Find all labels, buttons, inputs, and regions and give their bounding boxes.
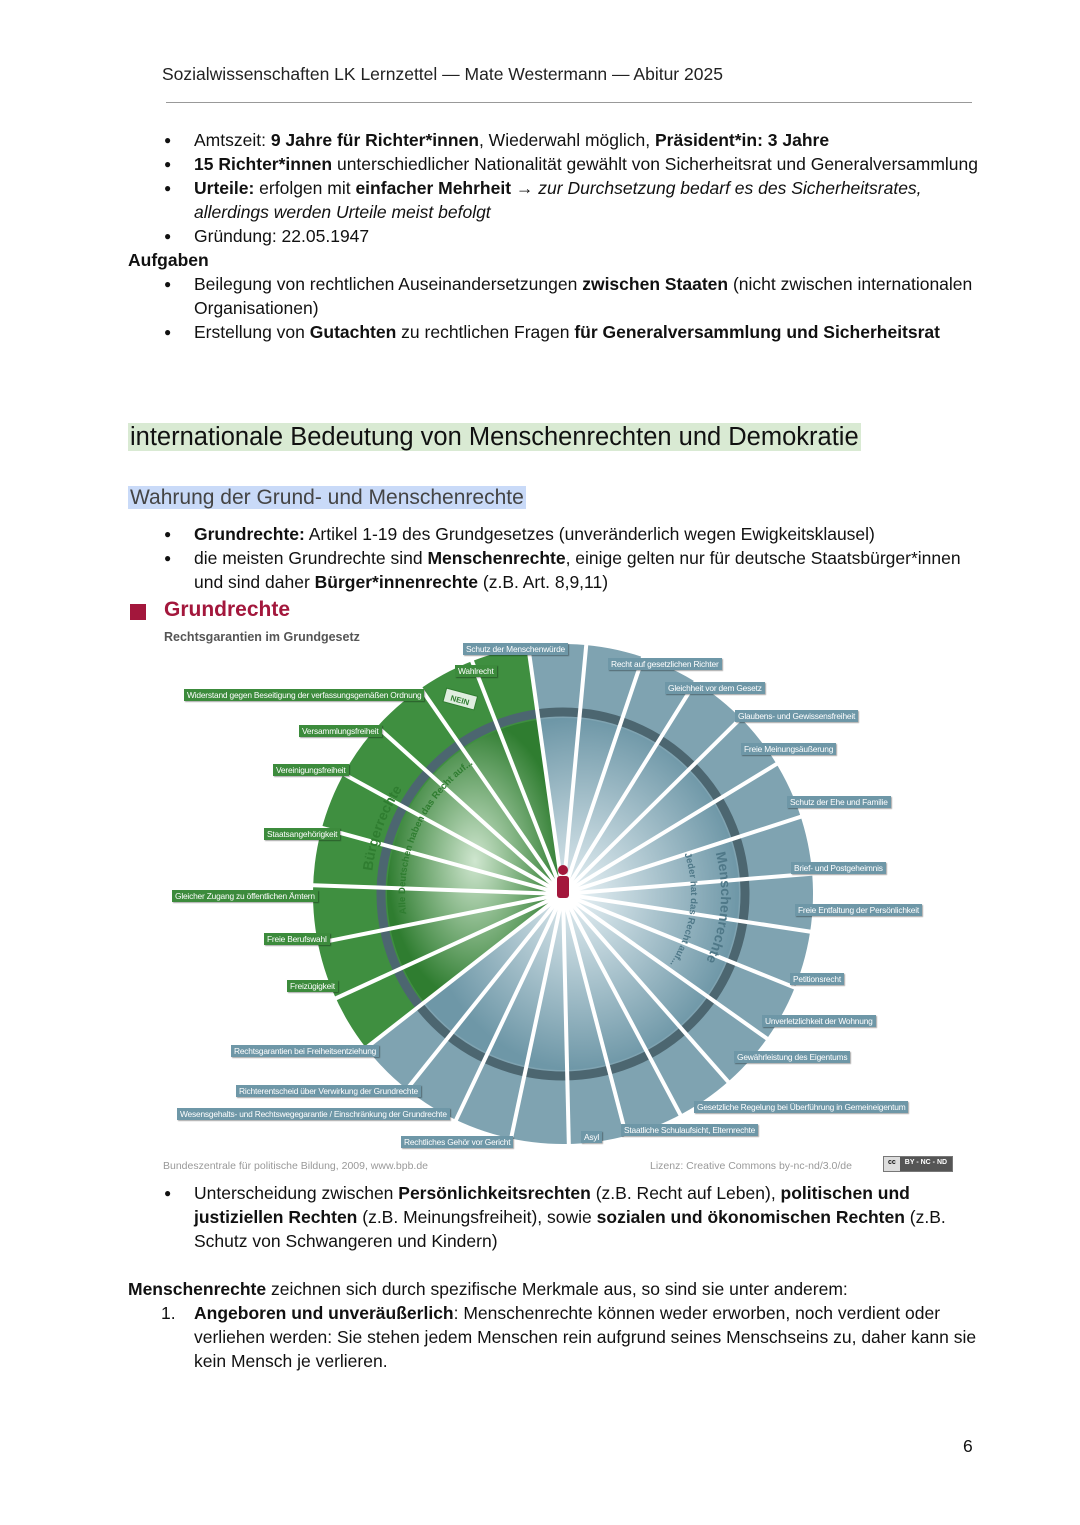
wheel-spoke <box>402 892 565 1094</box>
wheel-spoke <box>309 883 564 896</box>
diagram-label: Wahlrecht <box>455 665 497 677</box>
wheel-spoke <box>561 893 571 1148</box>
wheel-spoke <box>562 892 815 935</box>
title-square <box>130 604 146 620</box>
diagram-title: Grundrechte <box>164 598 291 621</box>
diagram-label: Versammlungsfreiheit <box>299 725 382 737</box>
diagram-label: Asyl <box>581 1131 603 1143</box>
inner-ring <box>376 707 750 1081</box>
list-item: Amtszeit: 9 Jahre für Richter*innen, Wie… <box>128 128 988 152</box>
diagram-label: Gleichheit vor dem Gesetz <box>665 682 765 694</box>
wheel-spoke <box>361 892 565 1052</box>
aufgaben-bullets: Beilegung von rechtlichen Auseinanderset… <box>128 272 988 344</box>
igh-section: Amtszeit: 9 Jahre für Richter*innen, Wie… <box>128 128 988 344</box>
wheel-spoke <box>561 677 700 896</box>
diagram-label: Gesetzliche Regelung bei Überführung in … <box>694 1101 909 1113</box>
wheel-spoke <box>561 892 733 1087</box>
wheel-spoke <box>525 642 565 895</box>
aufgaben-heading: Aufgaben <box>128 250 209 270</box>
wheel-spoke <box>562 892 800 992</box>
rights-wheel: Bürgerrechte Alle Deutschen haben das Re… <box>309 640 817 1148</box>
diagram-label: Rechtliches Gehör vor Gericht <box>401 1136 514 1148</box>
merkmale-list: 1.Angeboren und unveräußerlich: Menschen… <box>128 1301 988 1373</box>
list-item: 15 Richter*innen unterschiedlicher Natio… <box>128 152 988 176</box>
cc-icon: cc <box>884 1157 900 1171</box>
diagram-label: Staatsangehörigkeit <box>264 828 341 840</box>
wheel-spoke <box>317 824 564 896</box>
wheel-spoke <box>562 871 817 896</box>
list-item: Erstellung von Gutachten zu rechtlichen … <box>128 320 988 344</box>
wheel-spoke <box>562 813 806 896</box>
list-item: Gründung: 22.05.1947 <box>128 224 988 248</box>
diagram-label: Vereinigungsfreiheit <box>273 764 349 776</box>
wheel-spoke <box>339 770 564 896</box>
list-item: 1.Angeboren und unveräußerlich: Menschen… <box>161 1303 977 1371</box>
page-header: Sozialwissenschaften LK Lernzettel — Mat… <box>162 64 723 84</box>
diagram-label: Widerstand gegen Beseitigung der verfass… <box>184 689 425 701</box>
wheel-spoke <box>561 760 781 896</box>
wheel-spoke <box>561 892 772 1043</box>
diagram-label: Recht auf gesetzlichen Richter <box>608 658 722 670</box>
wheel-spoke <box>561 893 685 1120</box>
page-number: 6 <box>963 1436 973 1456</box>
diagram-label: Brief- und Postgeheimnis <box>791 862 886 874</box>
diagram-label: Petitionsrecht <box>790 973 844 985</box>
diagram-label: Rechtsgarantien bei Freiheitsentziehung <box>231 1045 380 1057</box>
diagram-label: Schutz der Menschenwürde <box>463 643 569 655</box>
green-inner <box>387 719 563 1003</box>
header-divider <box>166 102 972 103</box>
section-heading: internationale Bedeutung von Menschenrec… <box>128 423 861 451</box>
nein-sign-icon: NEIN <box>442 687 479 711</box>
grundrechte-diagram: Grundrechte Rechtsgarantien im Grundgese… <box>128 598 978 1178</box>
list-item: Beilegung von rechtlichen Auseinanderset… <box>128 272 988 320</box>
diagram-label: Gleicher Zugang zu öffentlichen Ämtern <box>172 890 318 902</box>
wheel-spoke <box>468 656 565 895</box>
diagram-label: Gewährleistung des Eigentums <box>734 1051 851 1063</box>
wheel-spoke <box>416 683 565 896</box>
list-item: die meisten Grundrechte sind Menschenrec… <box>128 546 988 594</box>
diagram-license: Lizenz: Creative Commons by-nc-nd/3.0/de <box>650 1160 852 1172</box>
list-item: Urteile: erfolgen mit einfacher Mehrheit… <box>128 176 988 224</box>
menschenrechte-intro: Menschenrechte zeichnen sich durch spezi… <box>128 1279 848 1299</box>
diagram-source: Bundeszentrale für politische Bildung, 2… <box>163 1160 429 1172</box>
diagram-label: Freie Meinungsäußerung <box>741 743 837 755</box>
wheel-spoke <box>372 722 565 896</box>
diagram-label: Freie Entfaltung der Persönlichkeit <box>795 904 923 916</box>
wheel-spoke <box>313 892 564 946</box>
diagram-label: Freizügigkeit <box>287 980 338 992</box>
unterscheidung-bullets: Unterscheidung zwischen Persönlichkeitsr… <box>128 1181 988 1253</box>
diagram-label: Schutz der Ehe und Familie <box>787 796 891 808</box>
list-item: Grundrechte: Artikel 1-19 des Grundgeset… <box>128 522 988 546</box>
subsection-heading: Wahrung der Grund- und Menschenrechte <box>128 486 526 509</box>
igh-bullets: Amtszeit: 9 Jahre für Richter*innen, Wie… <box>128 128 988 248</box>
wheel-spoke <box>508 893 565 1143</box>
diagram-label: Freie Berufswahl <box>264 933 330 945</box>
list-item: Unterscheidung zwischen Persönlichkeitsr… <box>128 1181 988 1253</box>
diagram-label: Wesensgehalts- und Rechtswegegarantie / … <box>177 1108 450 1120</box>
diagram-label: Glaubens- und Gewissensfreiheit <box>735 710 859 722</box>
diagram-label: Unverletzlichkeit der Wohnung <box>762 1015 876 1027</box>
cc-badge: cc BY - NC - ND <box>883 1156 954 1172</box>
wheel-spoke <box>331 892 564 1002</box>
wheel-spoke <box>561 893 630 1141</box>
wheel-spoke <box>561 640 589 895</box>
diagram-label: Richterentscheid über Verwirkung der Gru… <box>236 1085 421 1097</box>
grundrechte-bullets: Grundrechte: Artikel 1-19 des Grundgeset… <box>128 522 988 594</box>
wheel-spoke <box>561 652 647 895</box>
diagram-subtitle: Rechtsgarantien im Grundgesetz <box>164 630 360 644</box>
person-icon <box>557 865 569 898</box>
wheel-spoke <box>561 714 746 896</box>
wheel-spoke <box>452 893 565 1125</box>
diagram-label: Staatliche Schulaufsicht, Elternrechte <box>621 1124 759 1136</box>
